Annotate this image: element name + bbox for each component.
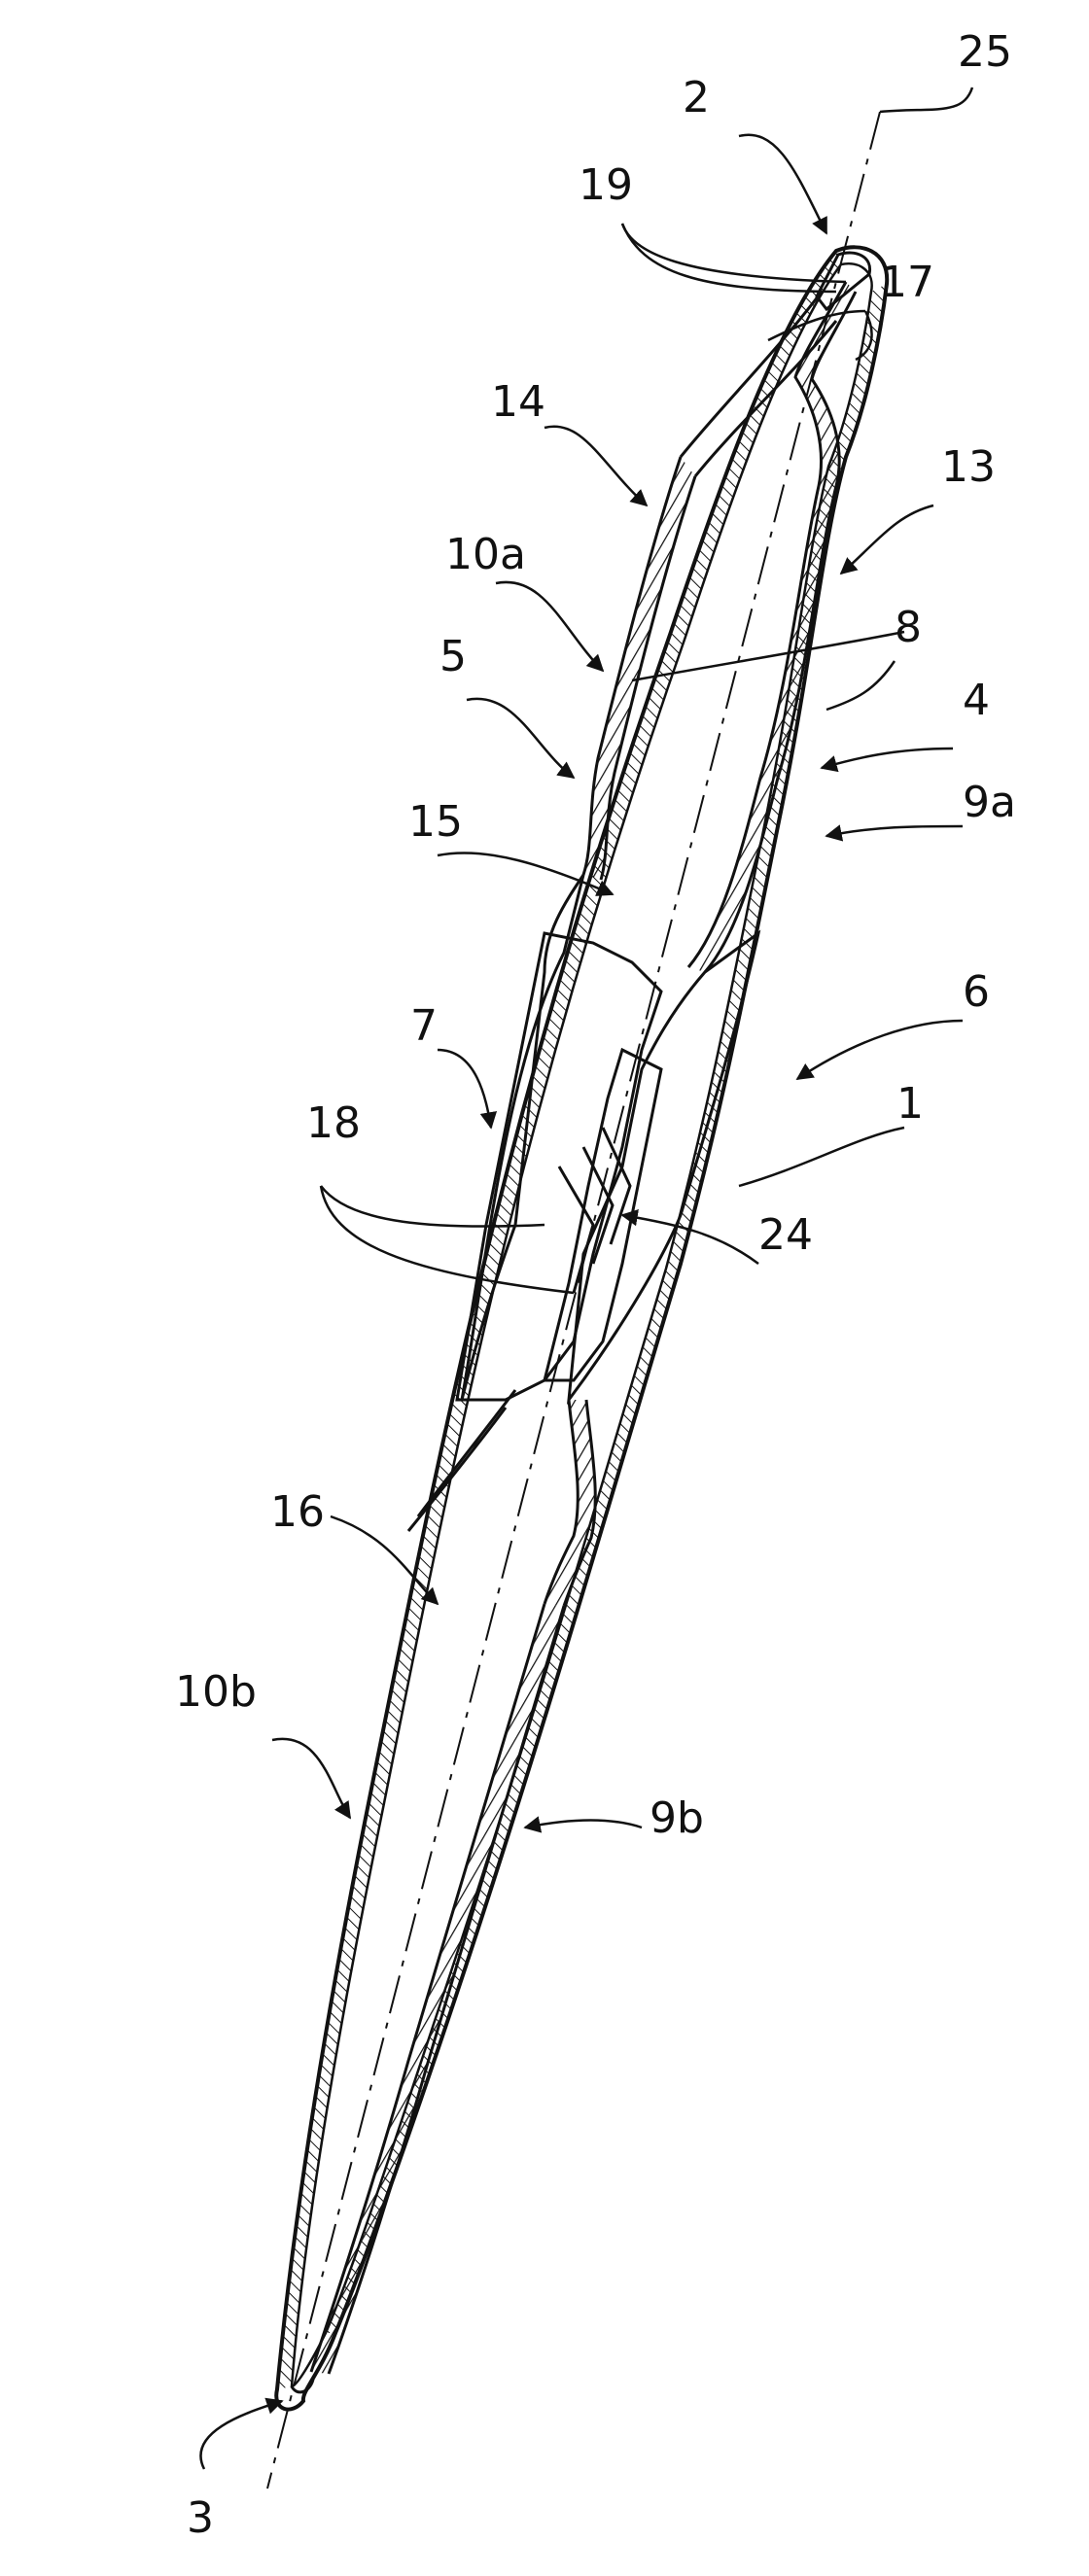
label-18: 18 — [306, 1098, 361, 1148]
label-19: 19 — [579, 160, 633, 210]
label-4: 4 — [963, 676, 990, 725]
label-10a: 10a — [445, 530, 526, 579]
label-5: 5 — [439, 632, 467, 681]
label-16: 16 — [270, 1487, 325, 1537]
label-9a: 9a — [963, 778, 1016, 827]
leader-5 — [467, 699, 574, 778]
leader-9b — [525, 1821, 642, 1828]
leader-2 — [739, 135, 826, 233]
leader-6 — [797, 1021, 963, 1079]
leader-9a — [826, 826, 963, 836]
label-17: 17 — [880, 258, 934, 307]
leader-1 — [739, 1128, 904, 1186]
leader-10a — [496, 582, 603, 671]
leader-8b — [826, 661, 895, 710]
label-3: 3 — [187, 2493, 214, 2543]
inner-skin — [292, 263, 872, 2386]
leader-14 — [544, 427, 647, 505]
leader-18b — [321, 1186, 574, 1293]
label-13: 13 — [941, 442, 996, 492]
leader-10b — [272, 1739, 350, 1818]
leader-19b — [622, 224, 846, 282]
label-7: 7 — [410, 1001, 438, 1051]
label-1: 1 — [896, 1079, 924, 1129]
label-15: 15 — [408, 797, 463, 847]
label-8: 8 — [895, 603, 922, 652]
label-25: 25 — [958, 27, 1012, 77]
label-14: 14 — [491, 377, 545, 427]
label-24: 24 — [758, 1210, 813, 1260]
upper-cavity-wall-right — [705, 292, 856, 972]
label-6: 6 — [963, 967, 990, 1017]
chord-axis-line — [267, 112, 880, 2489]
leader-4 — [822, 748, 953, 768]
label-9b: 9b — [650, 1793, 704, 1843]
label-10b: 10b — [175, 1667, 257, 1717]
label-2: 2 — [683, 73, 710, 122]
leader-7 — [438, 1050, 491, 1128]
leader-19 — [622, 224, 836, 292]
leader-25 — [880, 87, 972, 112]
outer-skin — [276, 247, 887, 2409]
leader-13 — [841, 505, 933, 574]
leader-3 — [200, 2401, 282, 2469]
